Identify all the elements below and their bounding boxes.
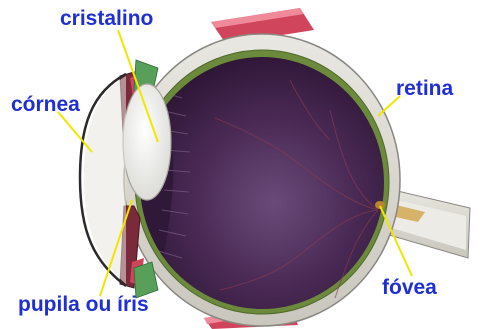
cristalino-label: cristalino: [60, 8, 153, 29]
retina-label: retina: [396, 78, 453, 99]
pupila-label: pupila ou íris: [18, 294, 149, 315]
anterior-chamber: [84, 76, 126, 284]
fovea-label: fóvea: [382, 277, 437, 298]
lens: [123, 84, 171, 200]
cornea-pointer: [58, 112, 92, 152]
vitreous-body: [140, 57, 384, 309]
cornea-label: córnea: [11, 94, 80, 115]
